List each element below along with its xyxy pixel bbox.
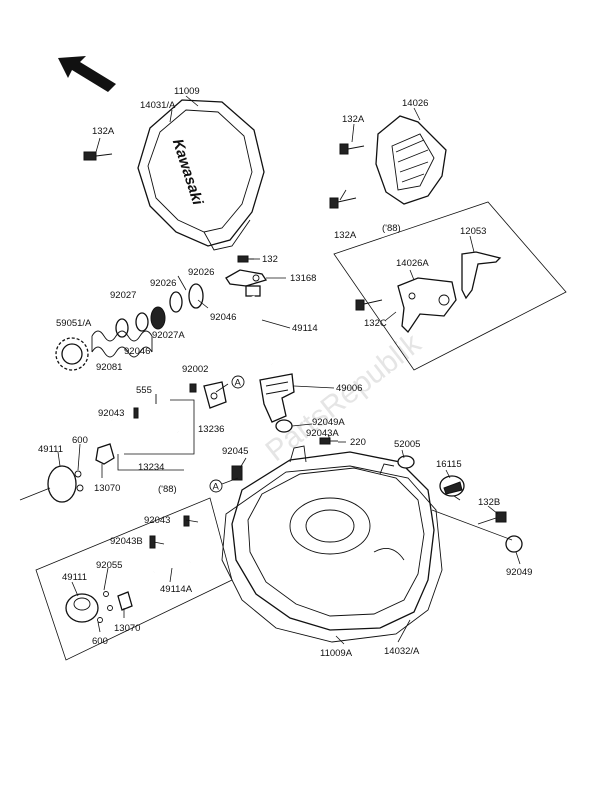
variant-88-box-lower xyxy=(35,497,233,661)
callout-49111: 49111 xyxy=(62,572,87,583)
callout-49111: 49111 xyxy=(38,444,63,455)
callout-12053: 12053 xyxy=(460,226,486,237)
plate-13236 xyxy=(203,381,227,409)
release-cam-49006 xyxy=(259,373,295,423)
crankcase-cover-11009a xyxy=(231,445,435,631)
bolt-132a-left xyxy=(83,151,113,161)
bolt-132c xyxy=(355,299,383,311)
sprocket-59051 xyxy=(55,337,89,371)
washers-stack xyxy=(115,283,204,338)
callout-92002: 92002 xyxy=(182,364,208,375)
sprocket-cover-14026a xyxy=(397,277,457,334)
callout-14026: 14026 xyxy=(402,98,428,109)
callout-132: 132 xyxy=(262,254,278,265)
callout-year-88: ('88) xyxy=(158,484,177,495)
callout-600: 600 xyxy=(92,636,108,647)
bolt-132a-bottom xyxy=(329,197,357,209)
clutch-cover: Kawasaki xyxy=(137,99,265,251)
bolt-92002 xyxy=(189,383,197,393)
callout-59051: 59051/A xyxy=(56,318,92,329)
callout-49114: 49114 xyxy=(292,323,318,334)
spring-92081 xyxy=(91,330,153,358)
callout-92081: 92081 xyxy=(96,362,122,373)
callout-52005: 52005 xyxy=(394,439,420,450)
shaft-49114a xyxy=(153,560,191,574)
callout-11009: 11009 xyxy=(174,86,200,97)
svg-text:A: A xyxy=(235,378,242,389)
callout-92043: 92043 xyxy=(98,408,124,419)
gear-13070-lower xyxy=(117,591,133,611)
callout-92046: 92046 xyxy=(124,346,150,357)
callout-92026: 92026 xyxy=(188,267,214,278)
callout-600: 600 xyxy=(72,435,88,446)
callout-92049a: 92049A xyxy=(312,417,345,428)
callout-13234: 13234 xyxy=(138,462,164,473)
callout-92046: 92046 xyxy=(210,312,236,323)
bracket-12053 xyxy=(461,251,502,300)
callout-14032: 14032/A xyxy=(384,646,420,657)
callout-132a: 132A xyxy=(92,126,115,137)
shaft-49114 xyxy=(245,285,274,365)
callout-year-88: ('88) xyxy=(382,223,401,234)
dowel-92043-lower xyxy=(183,515,190,527)
lever-13168 xyxy=(225,269,268,287)
callout-92043a: 92043A xyxy=(306,428,339,439)
callout-11009a: 11009A xyxy=(320,648,353,659)
callout-13168: 13168 xyxy=(290,273,316,284)
cap-16115 xyxy=(439,475,465,497)
gasket-14032 xyxy=(221,465,443,643)
seal-92049 xyxy=(505,535,523,553)
callout-14026a: 14026A xyxy=(396,258,429,269)
impeller-49111-upper xyxy=(19,465,84,503)
callout-14031: 14031/A xyxy=(140,100,176,111)
callout-555: 555 xyxy=(136,385,152,396)
callout-13070: 13070 xyxy=(94,483,120,494)
bolt-132b xyxy=(477,511,507,525)
callout-132a: 132A xyxy=(342,114,365,125)
callout-49006: 49006 xyxy=(336,383,362,394)
callout-92049: 92049 xyxy=(506,567,532,578)
callout-49114a: 49114A xyxy=(160,584,193,595)
sprocket-cover xyxy=(375,115,447,205)
callout-132a: 132A xyxy=(334,230,357,241)
callout-220: 220 xyxy=(350,437,366,448)
gear-13070-upper xyxy=(95,443,115,465)
callout-92055: 92055 xyxy=(96,560,122,571)
leader-lines xyxy=(57,95,521,645)
callout-92043b: 92043B xyxy=(110,536,143,547)
callout-132b: 132B xyxy=(478,497,500,508)
callout-92027: 92027 xyxy=(110,290,136,301)
callout-16115: 16115 xyxy=(436,459,462,470)
screw-220 xyxy=(319,437,338,445)
callout-13070: 13070 xyxy=(114,623,140,634)
callout-132c: 132C xyxy=(364,318,387,329)
marker-a-lower: A xyxy=(209,477,239,493)
marker-a-upper: A xyxy=(215,375,245,393)
callout-92045: 92045 xyxy=(222,446,248,457)
callout-92027a: 92027A xyxy=(152,330,185,341)
callout-labels: 11009 14031/A 132A 14026 132A 132A ('88)… xyxy=(38,86,532,659)
callout-13236: 13236 xyxy=(198,424,224,435)
shaft-group-box xyxy=(111,394,195,471)
front-direction-arrow-icon xyxy=(58,56,116,92)
impeller-49111-lower xyxy=(65,591,113,623)
dowel-92045 xyxy=(231,465,243,481)
bolt-132a-top xyxy=(339,143,365,155)
plug-52005 xyxy=(397,455,415,469)
callout-92026: 92026 xyxy=(150,278,176,289)
svg-text:A: A xyxy=(213,482,220,493)
variant-88-box-upper xyxy=(333,201,567,371)
oring-92049a xyxy=(275,419,293,433)
callout-92043: 92043 xyxy=(144,515,170,526)
